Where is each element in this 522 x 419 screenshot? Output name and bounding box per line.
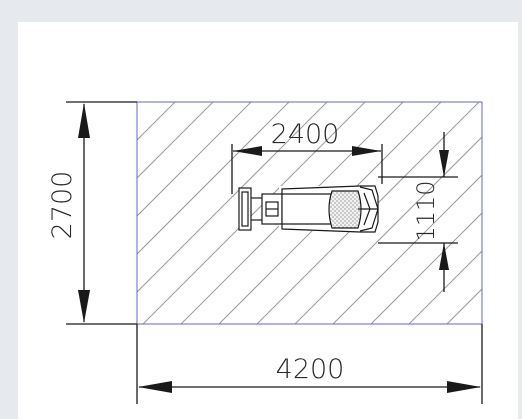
hatch-line bbox=[142, 102, 366, 324]
length-arrow-left bbox=[233, 146, 262, 156]
vehicle-mast bbox=[238, 187, 252, 231]
hatch-line bbox=[332, 174, 482, 324]
hatch-line bbox=[137, 102, 328, 293]
height-arrow-bottom bbox=[78, 290, 90, 323]
width-arrow-left bbox=[138, 381, 172, 393]
vehicle-top-view bbox=[238, 185, 379, 233]
vehicle-width-label: 1110 bbox=[412, 180, 440, 241]
hatched-area bbox=[136, 101, 483, 325]
vehicle-width-arrow-top bbox=[439, 150, 449, 177]
hatch-line bbox=[294, 136, 482, 324]
hatch-line bbox=[137, 102, 214, 179]
height-arrow-top bbox=[78, 103, 90, 138]
hatch-line bbox=[137, 102, 290, 255]
total-width-label: 4200 bbox=[276, 354, 345, 385]
dimension-lines bbox=[66, 101, 483, 404]
vehicle-length-label: 2400 bbox=[271, 119, 340, 150]
hatch-line bbox=[408, 250, 482, 324]
width-arrow-right bbox=[447, 381, 481, 393]
hatch-line bbox=[137, 102, 176, 141]
vehicle-width-arrow-bottom bbox=[439, 243, 449, 270]
hatch-line bbox=[137, 102, 252, 217]
vehicle-counterweight bbox=[328, 190, 362, 229]
area-border bbox=[136, 101, 483, 325]
length-arrow-right bbox=[352, 146, 381, 156]
total-height-label: 2700 bbox=[47, 171, 78, 240]
hatch-line bbox=[370, 212, 482, 324]
